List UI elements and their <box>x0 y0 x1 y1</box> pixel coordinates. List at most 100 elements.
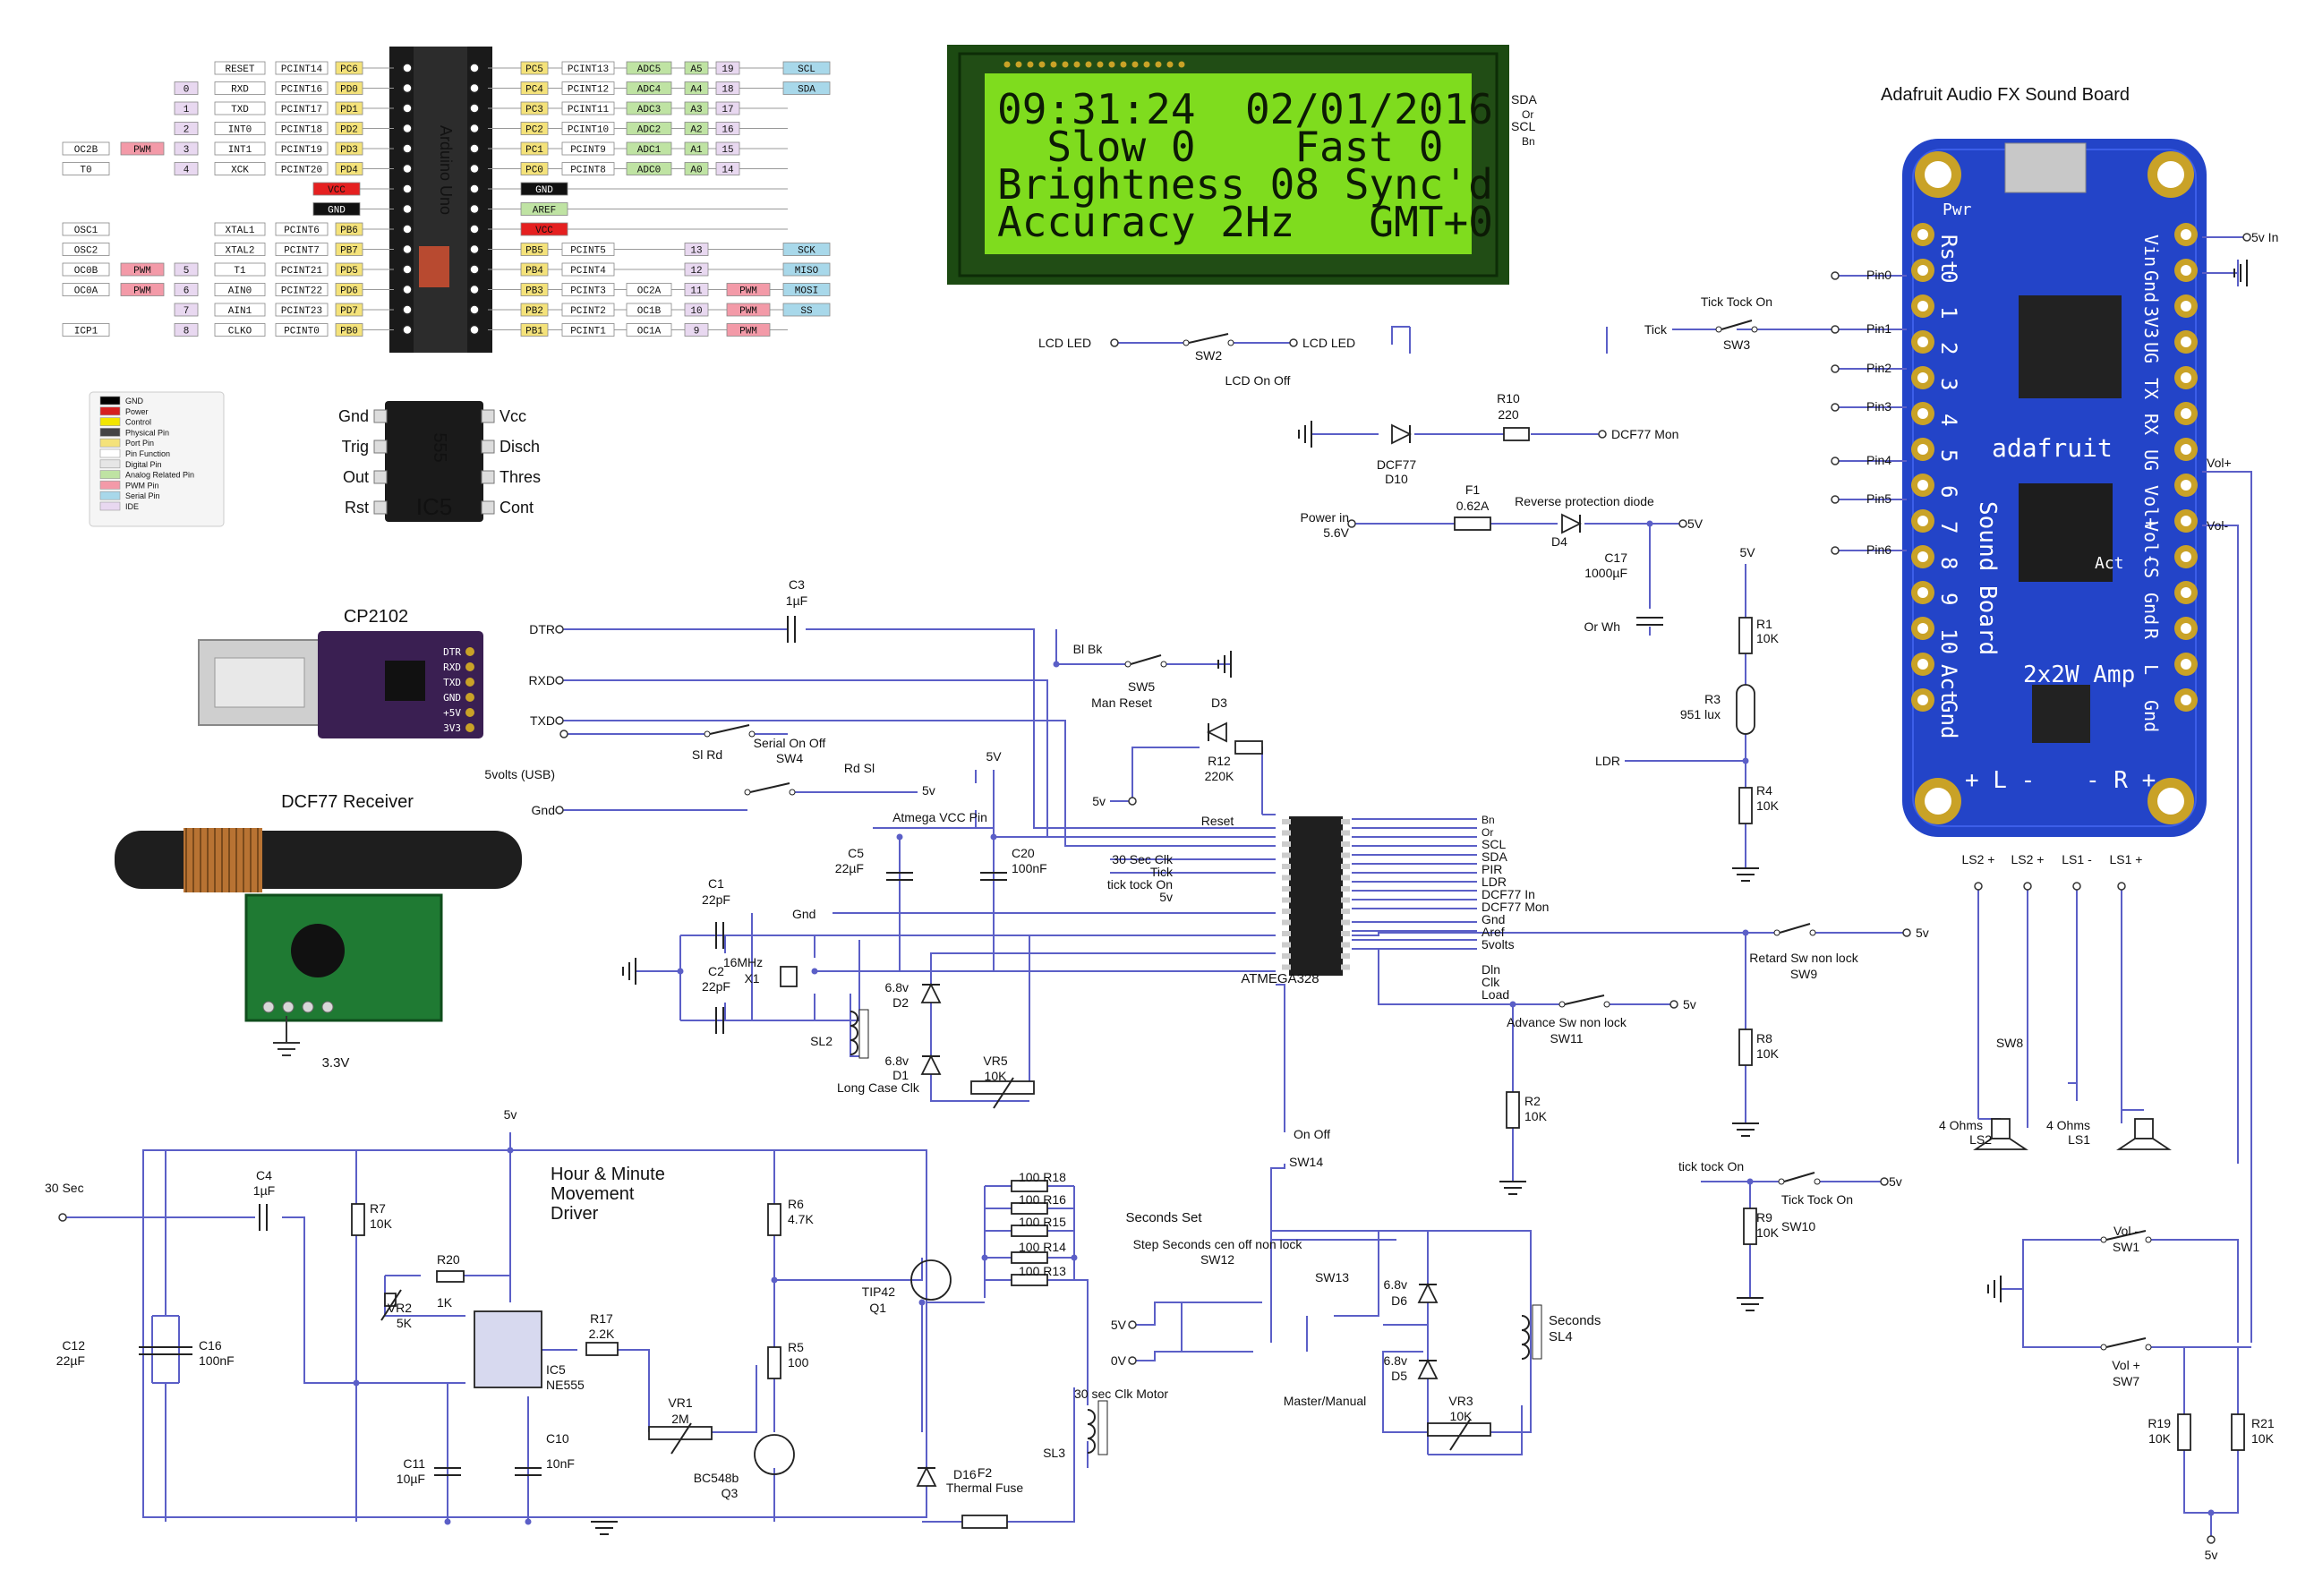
label-v5k: 5v <box>504 1107 517 1122</box>
lcd-line-3: Brightness 08 Sync'd <box>997 160 1493 209</box>
label-r10: R10 <box>1497 391 1520 405</box>
arduino-chip-label: Arduino Uno <box>437 125 455 215</box>
label-f1: F1 <box>1465 482 1481 497</box>
arduino-right-port: AREF <box>533 206 556 217</box>
lcd-line-2: Slow 0 Fast 0 <box>997 123 1444 171</box>
label-r15: 100 R15 <box>1019 1215 1066 1229</box>
label-ldr: LDR <box>1595 754 1620 768</box>
label-gnd2: Gnd <box>792 907 815 921</box>
arduino-left-pcint: PCINT0 <box>284 327 320 337</box>
label-c17: C17 <box>1604 550 1627 565</box>
label-sw11: SW11 <box>1550 1031 1583 1046</box>
label-hour1: Hour & Minute <box>551 1165 665 1184</box>
label-v5j: 5V <box>1111 1318 1127 1332</box>
label-sec30: 30 Sec <box>45 1181 84 1195</box>
label-d5v: 6.8v <box>1384 1353 1407 1368</box>
atmega-left-label: 30 Sec Clk <box>1112 852 1174 866</box>
sound-board-left-pin: 5 <box>1936 449 1961 462</box>
arduino-right-pcint: PCINT8 <box>570 166 606 176</box>
ic555-left-pin: Gnd <box>338 407 369 425</box>
sound-board-left-pin: 8 <box>1936 557 1961 569</box>
arduino-left-pcint: PCINT16 <box>281 85 322 96</box>
label-r2v: 10K <box>1524 1109 1548 1123</box>
label-sl4: SL4 <box>1549 1329 1573 1344</box>
arduino-right-adc: ADC1 <box>637 145 662 156</box>
label-sw8: SW8 <box>1996 1036 2024 1050</box>
sound-board-vol-plus: Vol+ <box>2207 456 2232 470</box>
label-hour2: Movement <box>551 1184 635 1204</box>
label-c16: C16 <box>199 1338 222 1353</box>
label-c20: C20 <box>1012 846 1035 860</box>
label-thermal: Thermal Fuse <box>946 1481 1024 1495</box>
atmega-right-label: DCF77 Mon <box>1482 900 1549 914</box>
label-r1v: 10K <box>1756 631 1780 645</box>
label-orwh: Or Wh <box>1584 619 1620 634</box>
label-d6v: 6.8v <box>1384 1277 1407 1292</box>
label-c5: C5 <box>848 846 864 860</box>
arduino-right-adc: ADC3 <box>637 105 661 115</box>
label-tick: Tick <box>1644 322 1668 337</box>
speaker-terminal-label: LS2 + <box>1962 852 1995 866</box>
label-c12v: 22µF <box>56 1353 85 1368</box>
label-r7: R7 <box>370 1201 386 1216</box>
cp2102-pin: DTR <box>443 646 461 658</box>
label-c11: C11 <box>403 1456 425 1471</box>
label-r6v: 4.7K <box>788 1212 814 1226</box>
label-c12: C12 <box>62 1338 85 1353</box>
label-fivevolts_usb: 5volts (USB) <box>484 767 555 781</box>
speaker-terminal-label: LS1 + <box>2110 852 2143 866</box>
arduino-right-pcint: PCINT5 <box>570 246 606 257</box>
ic555-right-pin: Cont <box>500 499 534 516</box>
atmega-left-label: tick tock On <box>1107 877 1173 892</box>
arduino-right-a: A3 <box>690 105 702 115</box>
arduino-right-pcint: PCINT9 <box>570 145 606 156</box>
arduino-right-port: PC2 <box>525 125 543 136</box>
arduino-left-pcint: PCINT18 <box>281 125 322 136</box>
arduino-left-func: OSC1 <box>74 226 98 236</box>
arduino-left-port: PB7 <box>340 246 358 257</box>
label-r16: 100 R16 <box>1019 1192 1066 1207</box>
label-vr2: VR2 <box>388 1301 412 1315</box>
arduino-right-num: 16 <box>722 125 733 136</box>
label-d10b: D10 <box>1385 472 1408 486</box>
sound-board-right-pin: CS <box>2140 557 2162 578</box>
label-v5e: 5V <box>1739 545 1755 559</box>
label-txd: TXD <box>530 713 555 728</box>
label-v5i: 5v <box>2205 1548 2218 1562</box>
arduino-right-pwm: PWM <box>739 286 757 297</box>
legend-item: GND <box>125 397 144 405</box>
sound-board-right-pin: Gnd <box>2140 593 2162 625</box>
label-lcd-led-a: LCD LED <box>1038 336 1091 350</box>
sound-board-pin-label: Pin3 <box>1866 399 1891 414</box>
label-advance: Advance Sw non lock <box>1507 1015 1627 1029</box>
arduino-pinout: Arduino UnoPC6PCINT14RESETPD0PCINT16RXD0… <box>62 47 831 353</box>
ic555-chip-text: 555 <box>430 432 449 462</box>
label-r12: R12 <box>1208 754 1231 768</box>
label-sw9: SW9 <box>1790 967 1818 981</box>
legend-item: Pin Function <box>125 449 170 458</box>
arduino-right-a: A0 <box>690 166 702 176</box>
sound-board-right-pin: RX <box>2140 414 2162 435</box>
atmega-right-label: Clk <box>1482 975 1500 989</box>
cp2102-title: CP2102 <box>344 607 408 627</box>
sound-board-right-pin: Gnd <box>2140 700 2162 732</box>
sound-board-right-pin: Gnd <box>2140 270 2162 303</box>
arduino-right-extra: SCL <box>798 64 815 75</box>
label-v5h: 5v <box>1889 1174 1902 1189</box>
label-ohm1: 4 Ohms <box>2046 1118 2090 1132</box>
label-r21: R21 <box>2251 1416 2275 1430</box>
arduino-right-extra: MOSI <box>795 286 818 297</box>
label-c2v: 22pF <box>702 979 730 994</box>
sound-board-pin-label: Pin2 <box>1866 361 1891 375</box>
label-d3: D3 <box>1211 696 1227 710</box>
arduino-left-port: PD3 <box>340 145 358 156</box>
dcf77-title: DCF77 Receiver <box>281 792 414 812</box>
lcd-line-1: 09:31:24 02/01/2016 <box>997 85 1493 133</box>
label-c1v: 22pF <box>702 892 730 907</box>
arduino-left-pwm: PWM <box>133 145 151 156</box>
sound-board-name: Sound Board <box>1974 501 2001 655</box>
arduino-left-alt: AIN1 <box>228 306 252 317</box>
legend-item: Serial Pin <box>125 491 160 500</box>
label-ic5: IC5 <box>546 1362 566 1377</box>
